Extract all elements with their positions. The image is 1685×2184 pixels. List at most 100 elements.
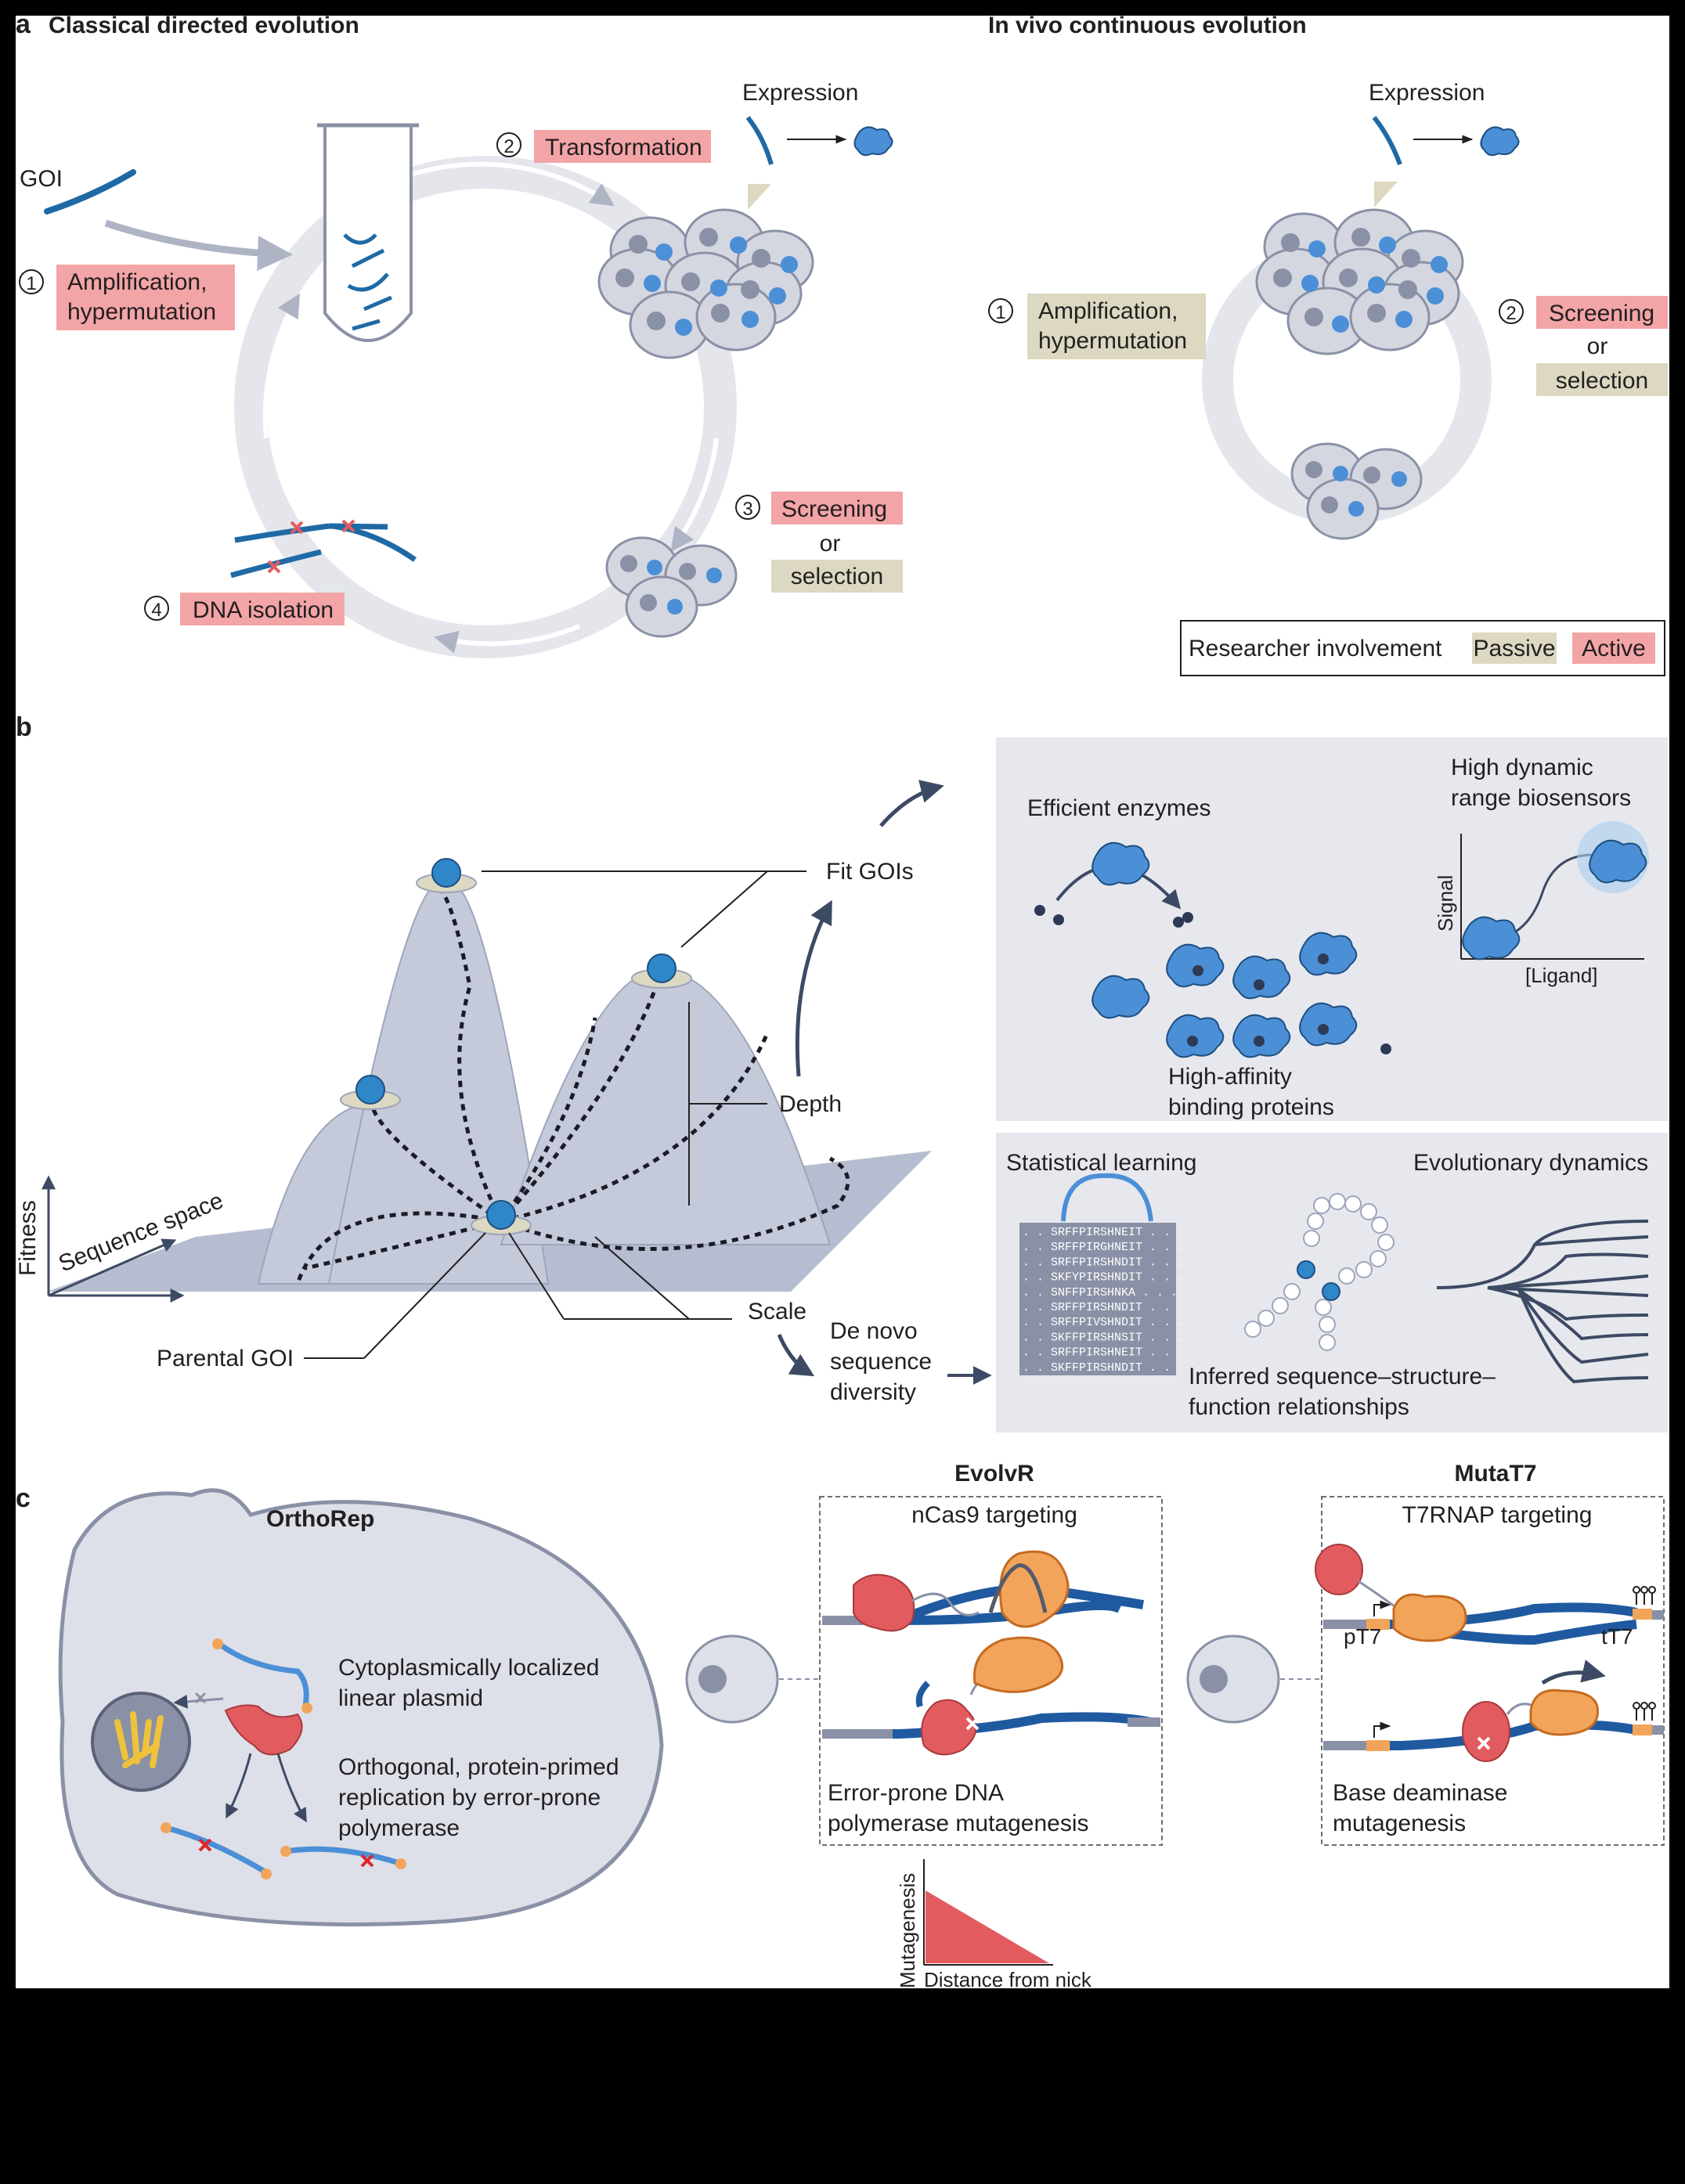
expression-label-right: Expression [1369, 80, 1485, 106]
step-3-or: or [820, 531, 841, 557]
applications-box [996, 737, 1668, 1121]
alignment-row: . . SNFFPIRSHNKA . . . [1023, 1286, 1178, 1299]
biosensor-line-1: High dynamic [1451, 755, 1593, 780]
blocked-mark [194, 1692, 207, 1704]
blocked-nuclear-path [173, 1694, 224, 1709]
expressed-protein [853, 126, 893, 157]
de-novo-line-3: diversity [830, 1379, 916, 1405]
plasmid-line-2: linear plasmid [338, 1685, 483, 1711]
step-1-line-2: hypermutation [67, 299, 216, 325]
fit-gois-leader [680, 870, 768, 948]
alignment-row: . . SKFFPIRSHNDIT . . . [1023, 1361, 1185, 1375]
expressed-protein-right [1480, 126, 1520, 157]
chromosomes [114, 1711, 164, 1768]
to-applications-arrow [879, 780, 944, 827]
de-novo-line-2: sequence [830, 1349, 932, 1375]
alignment-row: . . SRFFPIVSHNDIT . . . [1023, 1316, 1185, 1329]
transcription-direction [1541, 1660, 1606, 1685]
t7rnap-elongating [1529, 1688, 1600, 1736]
scale-leader [594, 1236, 690, 1320]
panel-c-letter: c [16, 1483, 31, 1513]
sequence-alignment: . . SRFFPIRSHNEIT . . . . . SRFFPIRGHNEIT… [1023, 1226, 1185, 1375]
product-dot [1173, 917, 1184, 928]
expression-pointer [748, 184, 771, 210]
guide-rna [988, 1563, 1048, 1613]
step-1-number: 1 [26, 273, 36, 294]
cont-step-2-number: 2 [1506, 303, 1516, 324]
step-3-box [771, 492, 903, 524]
mutat7-cell-nucleus [1200, 1665, 1228, 1693]
cont-step-2-badge [1499, 299, 1524, 324]
pt7-arrow [1373, 1600, 1391, 1616]
statistical-learning-label: Statistical learning [1006, 1150, 1196, 1176]
binding-line-2: binding proteins [1168, 1094, 1334, 1120]
coupled-residue [1322, 1282, 1340, 1301]
inferred-line-1: Inferred sequence–structure– [1189, 1364, 1496, 1389]
pt7-label: pT7 [1344, 1624, 1381, 1649]
deaminase [1315, 1544, 1363, 1595]
yeast-cell [58, 1488, 664, 1926]
inferred-line-2: function relationships [1189, 1394, 1409, 1420]
plasmid-line-1: Cytoplasmically localized [338, 1655, 599, 1681]
legend-passive-swatch [1472, 632, 1557, 664]
step-1-box [56, 265, 235, 330]
ncas9-label: nCas9 targeting [911, 1502, 1077, 1528]
tp-cap [301, 1703, 312, 1714]
expression-dna-right [1372, 116, 1402, 166]
expression-pointer-right [1374, 182, 1398, 207]
cell-nuclei [615, 228, 770, 330]
replication-arrow [226, 1753, 252, 1819]
nick-mutation [965, 1717, 980, 1731]
biosensor-off-protein [1462, 916, 1521, 960]
evolution-tree [1436, 1220, 1649, 1384]
step-3-selection-box [771, 560, 903, 593]
mutagenesis-axis-label: Mutagenesis [896, 1873, 919, 1988]
linker [911, 1592, 980, 1616]
step-3-label: Screening [781, 496, 887, 522]
coevolution-arc [1061, 1173, 1153, 1222]
classical-title: Classical directed evolution [49, 13, 359, 38]
structure-residues [1244, 1193, 1395, 1351]
error-prone-line-1: Error-prone DNA [828, 1780, 1004, 1806]
fit-gois-label: Fit GOIs [826, 859, 914, 885]
cont-step-2-selection: selection [1556, 368, 1648, 394]
step-3-selection: selection [791, 564, 883, 589]
cycle-arrow [262, 293, 301, 439]
alignment-row: . . SKFYPIRSHNDIT . . . [1023, 1271, 1185, 1285]
mutation-mark [360, 1854, 374, 1868]
pt7-element [1366, 1740, 1390, 1751]
parental-goi-label: Parental GOI [157, 1346, 294, 1371]
alignment-row: . . SRFFPIRSHNEIT . . . [1023, 1346, 1185, 1360]
tube-dna-fragments [343, 233, 392, 331]
parental-goi-node [486, 1200, 516, 1230]
isolated-dna [234, 523, 417, 562]
tt7-label: tT7 [1601, 1624, 1633, 1649]
pt7-element [1366, 1619, 1390, 1630]
biosensor-on-protein [1589, 839, 1647, 884]
step-2-number: 2 [503, 136, 514, 157]
replicated-plasmid [285, 1846, 401, 1866]
t7rnap [1392, 1593, 1467, 1642]
terminator-hairpins [1633, 1586, 1656, 1605]
ortho-line-1: Orthogonal, protein-primed [338, 1754, 619, 1780]
nicked-polymerase [921, 1699, 977, 1756]
pt7-arrow [1373, 1721, 1391, 1738]
fit-to-depth-arrow [795, 899, 832, 1077]
cont-step-2-or: or [1587, 333, 1608, 359]
alignment-block [1019, 1223, 1176, 1375]
alignment-row: . . SRFFPIRSHNDIT . . . [1023, 1301, 1185, 1314]
test-tube [323, 125, 413, 342]
cycle-arrow [670, 438, 719, 552]
replication-arrow [276, 1753, 307, 1823]
step-1-badge [19, 269, 44, 294]
alignment-row: . . SRFFPIRSHNEIT . . . [1023, 1226, 1185, 1239]
continuous-cells-cluster [1255, 208, 1464, 355]
step-4-label: DNA isolation [193, 597, 334, 623]
goi-to-tube-arrow [104, 219, 293, 272]
signal-axis-label: Signal [1434, 875, 1457, 932]
evolution-trajectories [295, 891, 850, 1285]
alignment-row: . . SRFFPIRGHNEIT . . . [1023, 1241, 1185, 1254]
cont-step-2-box [1536, 296, 1668, 329]
panel-a: a Classical directed evolution In vivo c… [16, 9, 1668, 676]
mutagenesis-gradient [925, 1890, 1049, 1963]
